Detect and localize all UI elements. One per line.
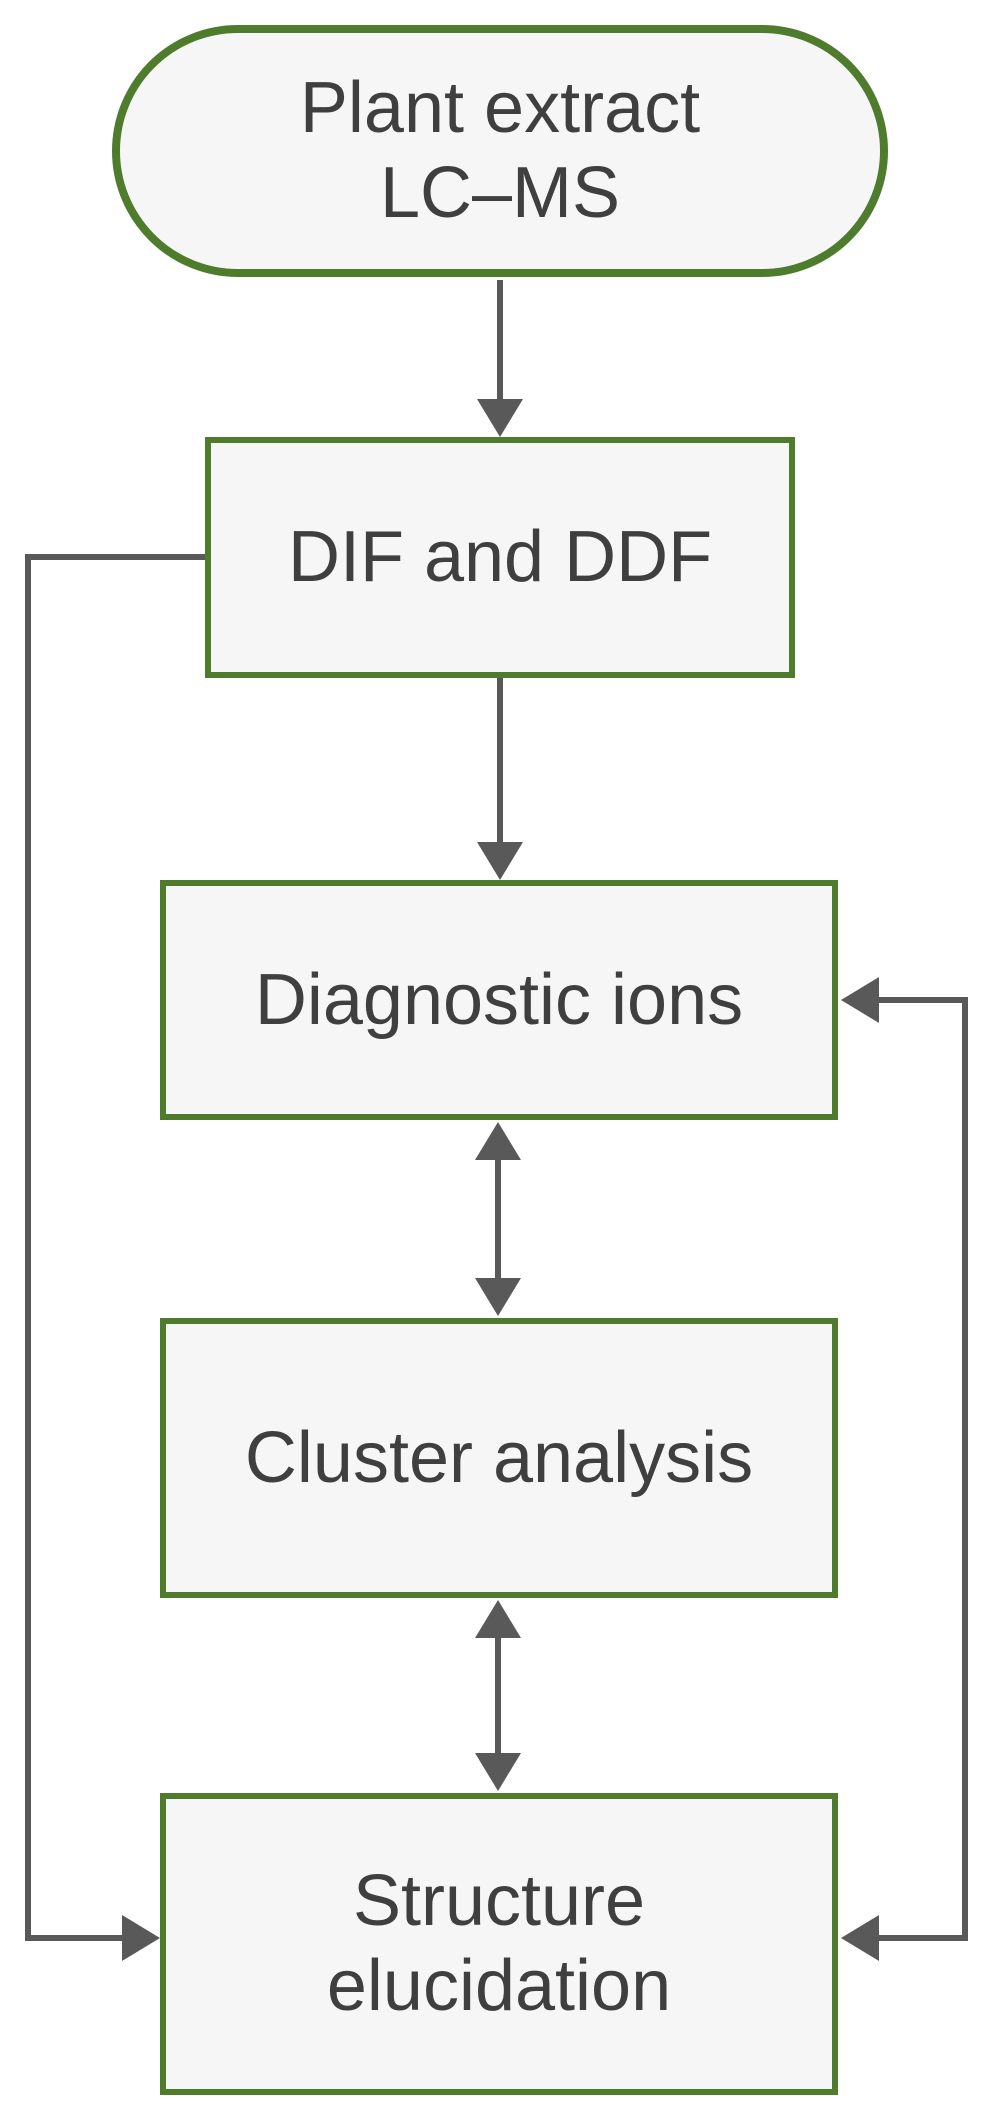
node-dif-and-ddf-label: DIF and DDF (287, 517, 713, 598)
arrow-dif-to-structure-left-loop (25, 554, 205, 1961)
arrow-dif-to-diagnostic-ions (477, 678, 523, 880)
double-arrow-diagnostic-cluster (475, 1122, 521, 1316)
node-diagnostic-ions-label: Diagnostic ions (254, 959, 744, 1040)
arrow-plant-extract-to-dif (477, 280, 523, 437)
node-structure-elucidation: Structure elucidation (160, 1793, 838, 2095)
node-cluster-analysis-label: Cluster analysis (244, 1417, 754, 1498)
node-cluster-analysis: Cluster analysis (160, 1318, 838, 1598)
node-diagnostic-ions: Diagnostic ions (160, 880, 838, 1120)
double-arrow-structure-diagnostic-right-loop (841, 977, 968, 1961)
node-structure-elucidation-label: Structure elucidation (326, 1861, 672, 2026)
double-arrow-cluster-structure (475, 1600, 521, 1791)
node-plant-extract-lcms-label: Plant extract LC–MS (299, 68, 701, 233)
node-dif-and-ddf: DIF and DDF (205, 437, 795, 678)
node-plant-extract-lcms: Plant extract LC–MS (112, 25, 888, 277)
